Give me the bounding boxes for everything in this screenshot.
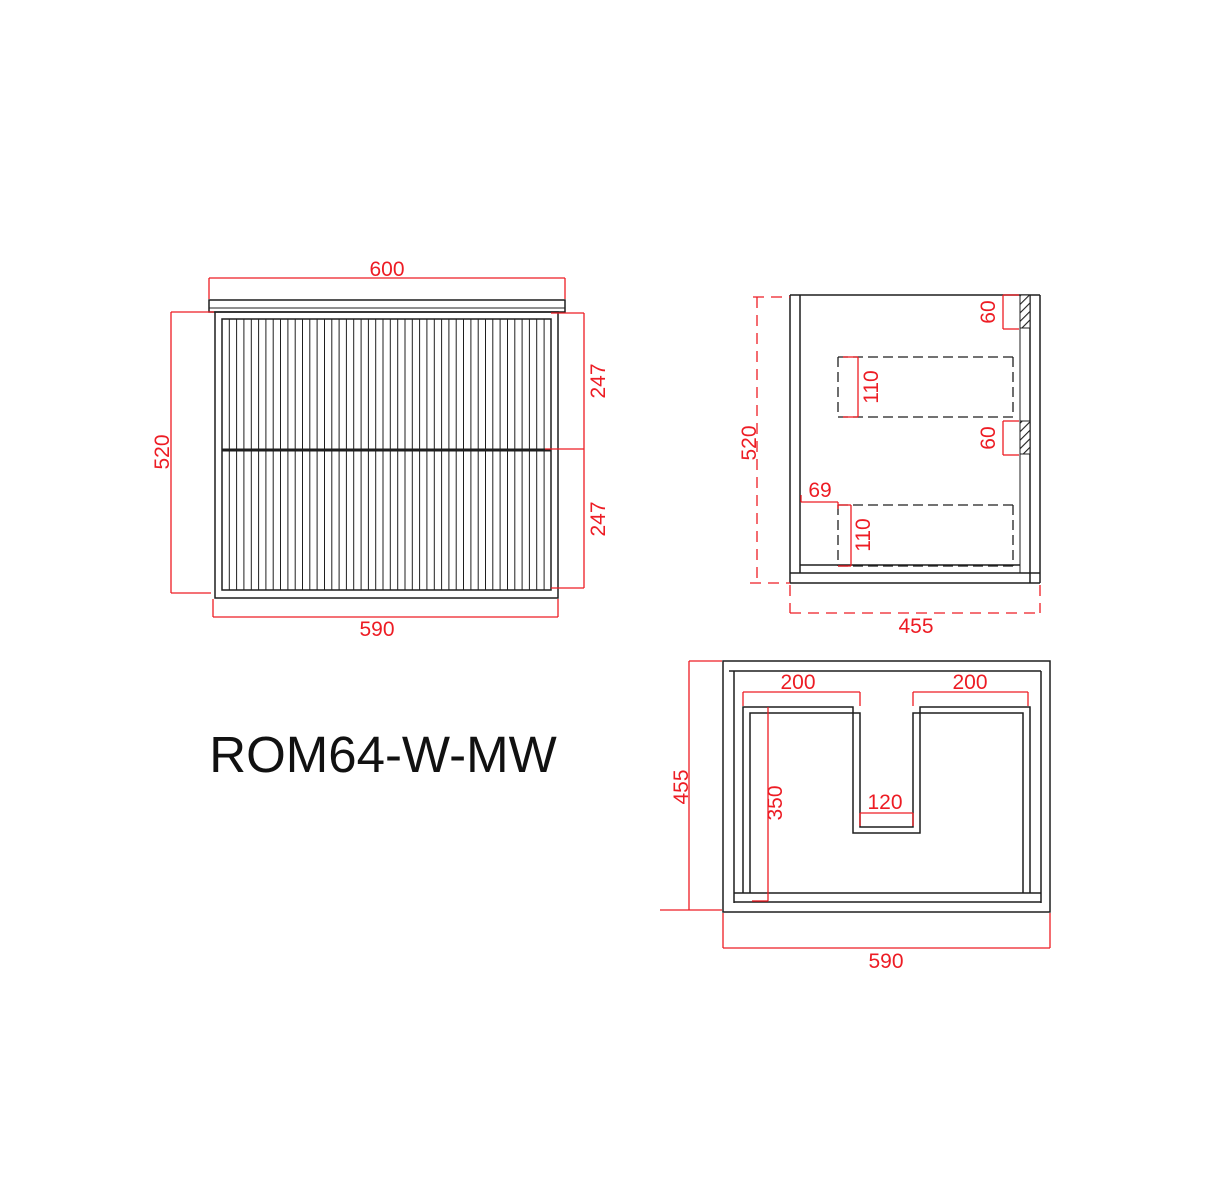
bottom-dim-200-right-label: 200 — [952, 671, 987, 694]
bottom-dim-590: 590 — [722, 913, 1051, 973]
front-dim-247-lower: 247 — [551, 449, 610, 589]
bottom-dim-120-label: 120 — [867, 791, 902, 814]
bottom-dim-200-left-label: 200 — [780, 671, 815, 694]
side-dim-60-top-label: 60 — [977, 300, 1000, 323]
front-dim-247-upper-label: 247 — [587, 363, 610, 398]
side-dim-69-label: 69 — [808, 479, 831, 502]
bottom-dim-455: 455 — [660, 660, 722, 911]
side-dim-110-upper-label: 110 — [860, 370, 883, 403]
side-dim-60-top: 60 — [977, 294, 1019, 330]
model-code-label: ROM64-W-MW — [209, 726, 557, 783]
side-view: 520 455 60 60 110 — [738, 294, 1041, 638]
front-dim-247-upper: 247 — [545, 312, 610, 450]
bottom-dim-120: 120 — [859, 791, 914, 826]
side-dim-110-lower-label: 110 — [852, 518, 875, 551]
bottom-dim-200-right: 200 — [912, 671, 1029, 706]
front-dim-600-label: 600 — [369, 258, 404, 281]
side-dim-520: 520 — [738, 296, 790, 584]
bottom-view: 455 200 200 350 120 — [660, 660, 1051, 973]
bottom-dim-200-left: 200 — [742, 671, 861, 706]
wall-rail-hatch-top — [1019, 294, 1031, 329]
front-dim-247-lower-label: 247 — [587, 501, 610, 536]
fluted-panel-frame — [221, 318, 552, 591]
side-dim-520-label: 520 — [738, 425, 761, 460]
side-dim-69: 69 — [800, 479, 839, 509]
cabinet-outline — [214, 311, 559, 599]
side-dim-60-mid-label: 60 — [977, 426, 1000, 449]
upper-drawer-dashed-outline — [837, 356, 1018, 418]
front-dim-520-label: 520 — [151, 434, 174, 469]
bottom-view-outline — [722, 660, 1051, 913]
wall-rail-hatch-mid — [1019, 420, 1031, 455]
side-dim-455-label: 455 — [898, 615, 933, 638]
front-dim-590: 590 — [212, 599, 559, 641]
lower-drawer-dashed-outline — [837, 504, 1018, 567]
bottom-dim-350-label: 350 — [764, 785, 787, 820]
flute-lines — [228, 319, 545, 590]
side-dim-60-mid: 60 — [977, 420, 1019, 456]
front-view: 600 520 247 247 590 — [151, 258, 610, 641]
front-dim-600: 600 — [208, 258, 566, 299]
front-dim-520: 520 — [151, 311, 214, 594]
bottom-dim-590-label: 590 — [868, 950, 903, 973]
bottom-dim-455-label: 455 — [670, 769, 693, 804]
bottom-dim-350: 350 — [752, 707, 787, 902]
side-dim-110-upper: 110 — [843, 356, 883, 418]
side-dim-110-lower: 110 — [838, 504, 875, 567]
front-dim-590-label: 590 — [359, 618, 394, 641]
countertop — [208, 299, 566, 313]
side-dim-455: 455 — [789, 585, 1041, 638]
drawer-box-outer-profile — [742, 706, 1031, 893]
